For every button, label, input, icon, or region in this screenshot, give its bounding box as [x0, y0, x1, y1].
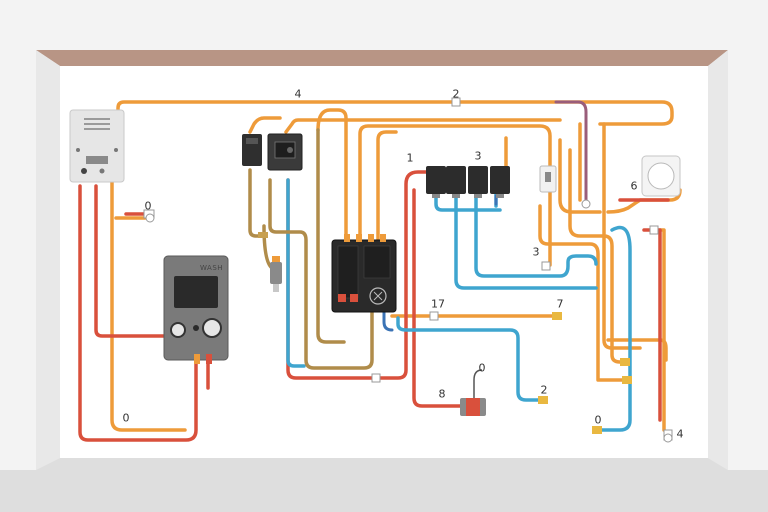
valve-actuator[interactable] [460, 369, 486, 416]
label-2: 2 [452, 87, 460, 101]
relay-bank[interactable] [426, 166, 510, 198]
junction-box[interactable] [539, 165, 557, 193]
ceiling-edge [36, 50, 728, 66]
control-panel[interactable] [69, 109, 125, 183]
label-0-mid-bottom: 0 [478, 361, 486, 375]
label-0-bottom-right: 0 [594, 413, 602, 427]
switch-box-right[interactable] [267, 133, 303, 171]
plug-connector-left[interactable] [270, 256, 282, 292]
label-1: 1 [406, 151, 414, 165]
label-7: 7 [556, 297, 564, 311]
red-wires [78, 170, 670, 442]
label-3-mid: 3 [532, 245, 540, 259]
right-side-wall [708, 50, 728, 470]
label-0-left: 0 [144, 199, 152, 213]
label-0-bottom-left: 0 [122, 411, 130, 425]
thermostat[interactable] [641, 155, 681, 197]
central-control-unit[interactable] [331, 234, 397, 313]
terminal-fittings [143, 97, 673, 443]
label-4: 4 [294, 87, 302, 101]
label-4-bottom: 4 [676, 427, 684, 441]
orange-wires [110, 100, 682, 432]
switch-box-left[interactable] [242, 134, 262, 166]
plum-wires [554, 100, 588, 202]
label-6: 6 [630, 179, 638, 193]
label-2-bottom: 2 [540, 383, 548, 397]
left-side-wall [36, 50, 60, 470]
heater-brand-label: WASH [200, 264, 224, 272]
heater-unit[interactable] [163, 255, 229, 364]
label-3-top: 3 [474, 149, 482, 163]
label-8: 8 [438, 387, 446, 401]
floor [0, 458, 768, 512]
label-17: 17 [431, 297, 445, 311]
